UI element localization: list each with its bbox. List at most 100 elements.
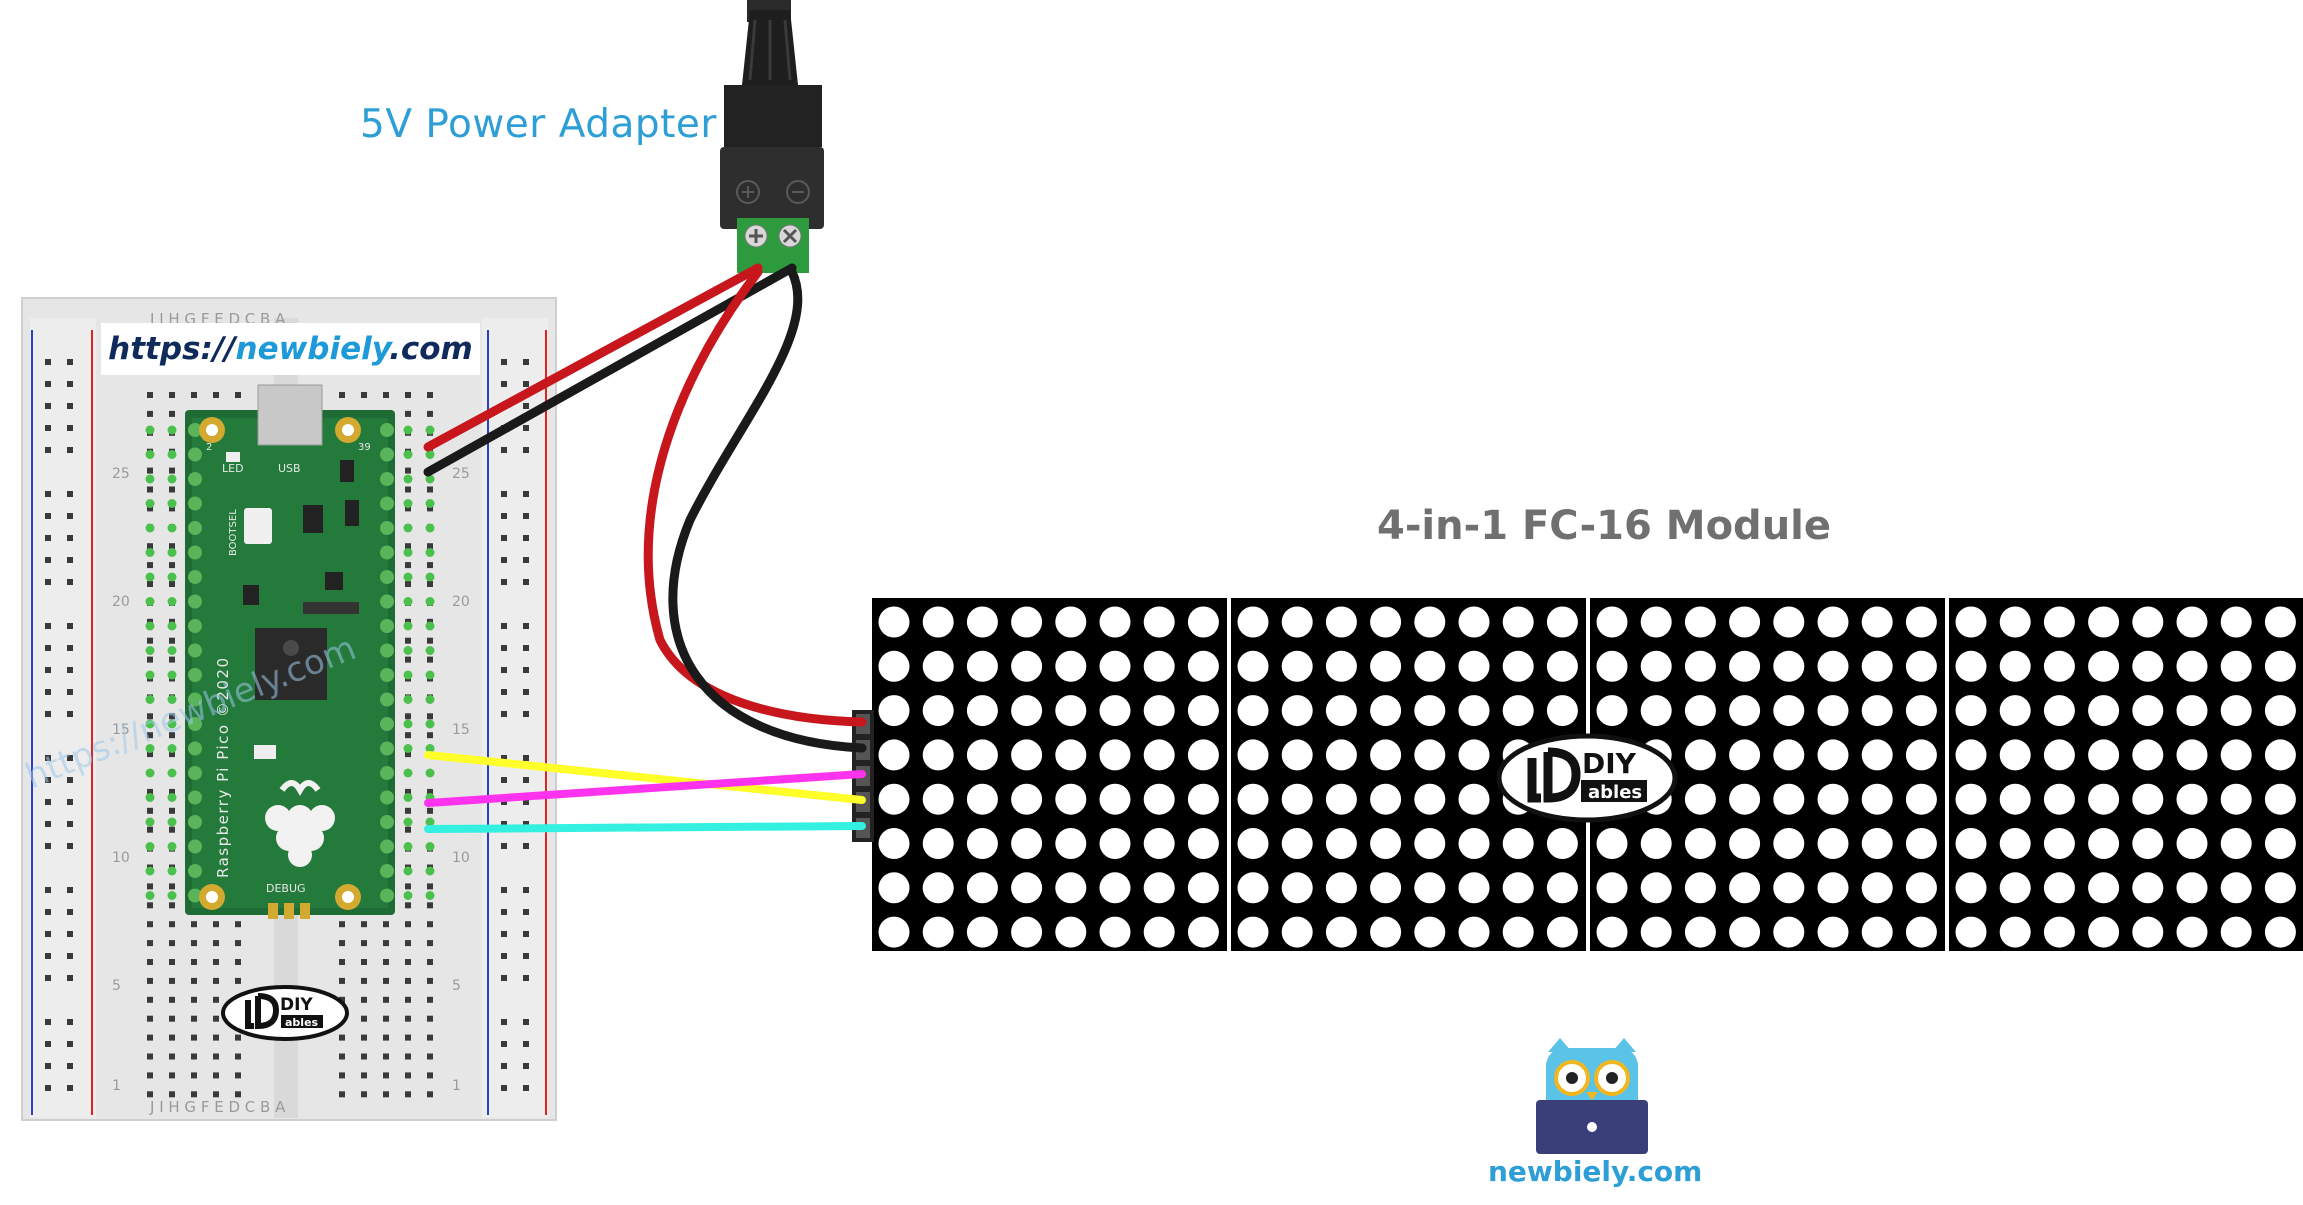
bb-hole: [405, 1034, 411, 1041]
bb-hole: [67, 909, 73, 915]
pico-pin: [403, 670, 413, 680]
bb-hole: [169, 505, 175, 512]
pico-pin: [425, 768, 435, 778]
matrix-dot: [966, 695, 998, 727]
module-label: 4-in-1 FC-16 Module: [1377, 503, 1832, 549]
bb-hole: [405, 977, 411, 984]
matrix-dot: [1237, 872, 1269, 904]
matrix-dot: [1325, 916, 1357, 948]
bb-hole: [169, 713, 175, 720]
breadboard-row-numbers: 25 25 20 20 15 15 10 10 5 5 1 1: [112, 466, 470, 1094]
bb-hole: [235, 1053, 241, 1060]
bb-hole: [405, 1015, 411, 1022]
matrix-dot: [1729, 695, 1761, 727]
matrix-dot: [966, 650, 998, 682]
pico-pin: [145, 499, 155, 508]
matrix-dot: [966, 872, 998, 904]
bb-hole: [405, 656, 411, 663]
url-prefix: https://: [108, 331, 236, 367]
rp2040-logo: [283, 640, 299, 656]
bb-hole: [147, 656, 153, 663]
bb-hole: [169, 543, 175, 550]
pico-pin: [403, 719, 413, 729]
matrix-dot: [1325, 739, 1357, 771]
matrix-dot: [2088, 739, 2120, 771]
pico-pin: [167, 646, 177, 655]
matrix-dot: [1684, 828, 1716, 859]
matrix-dot: [2043, 739, 2075, 771]
bb-hole: [169, 637, 175, 644]
bb-hole: [45, 513, 51, 519]
pico-pin: [188, 447, 202, 462]
matrix-dot: [1055, 872, 1087, 904]
bb-hole: [67, 447, 73, 453]
bb-hole: [213, 959, 219, 965]
bb-hole: [169, 751, 175, 758]
pico-pin: [425, 621, 435, 631]
bb-hole: [169, 959, 175, 965]
matrix-dot: [966, 739, 998, 771]
bb-hole: [523, 623, 529, 629]
matrix-dot: [1640, 650, 1672, 682]
bb-hole: [405, 732, 411, 739]
pico-pin: [188, 790, 202, 805]
bb-hole: [213, 1015, 219, 1022]
bb-hole: [339, 1034, 345, 1041]
matrix-dot: [1729, 606, 1761, 638]
matrix-dot: [1729, 872, 1761, 904]
bb-hole: [67, 887, 73, 893]
matrix-dot: [1684, 783, 1716, 815]
matrix-dot: [1861, 783, 1893, 815]
bb-hole: [45, 623, 51, 629]
matrix-dot: [2176, 695, 2208, 727]
bb-hole: [235, 940, 241, 947]
bb-hole: [501, 491, 507, 497]
matrix-dot: [878, 872, 910, 904]
matrix-dot: [2264, 650, 2296, 682]
pico-pin: [167, 768, 177, 778]
matrix-dot: [1414, 606, 1446, 638]
matrix-dot: [1861, 739, 1893, 771]
matrix-dot: [1099, 650, 1131, 682]
row-number: 10: [112, 850, 130, 866]
pico-pin: [403, 646, 413, 655]
bb-hole: [523, 403, 529, 409]
bb-hole: [501, 1063, 507, 1069]
matrix-dot: [2132, 783, 2164, 815]
bb-hole: [405, 637, 411, 644]
bb-hole: [191, 940, 197, 947]
bb-hole: [169, 1072, 175, 1079]
bb-hole: [191, 392, 197, 398]
matrix-dot: [1861, 828, 1893, 859]
bb-hole: [235, 392, 241, 398]
wire-red-matrix: [643, 267, 867, 727]
matrix-dot: [2176, 916, 2208, 948]
url-banner: https://newbiely.com: [101, 323, 480, 375]
bb-hole: [361, 1034, 367, 1041]
bb-hole: [147, 713, 153, 720]
pico-pin: [188, 423, 202, 437]
matrix-dot: [1684, 872, 1716, 904]
bb-hole: [147, 921, 153, 928]
matrix-dot: [2132, 606, 2164, 638]
matrix-dot: [1546, 650, 1578, 682]
matrix-dot: [1187, 783, 1219, 815]
bb-hole: [501, 447, 507, 453]
bb-hole: [169, 902, 175, 909]
bb-hole: [169, 1091, 175, 1098]
bb-hole: [191, 1072, 197, 1079]
pico-pin: [167, 695, 177, 704]
matrix-dot: [922, 872, 954, 904]
pico-pin: [403, 548, 413, 557]
row-number: 20: [452, 594, 470, 610]
matrix-dot: [2132, 650, 2164, 682]
pico-pin: [145, 597, 155, 606]
pico-pin: [403, 891, 413, 900]
matrix-dot: [2043, 828, 2075, 859]
screw-terminal: [737, 218, 809, 273]
bb-hole: [213, 1091, 219, 1098]
bb-hole: [147, 392, 153, 398]
matrix-dot: [1370, 828, 1402, 859]
matrix-dot: [1099, 916, 1131, 948]
matrix-dot: [1861, 606, 1893, 638]
